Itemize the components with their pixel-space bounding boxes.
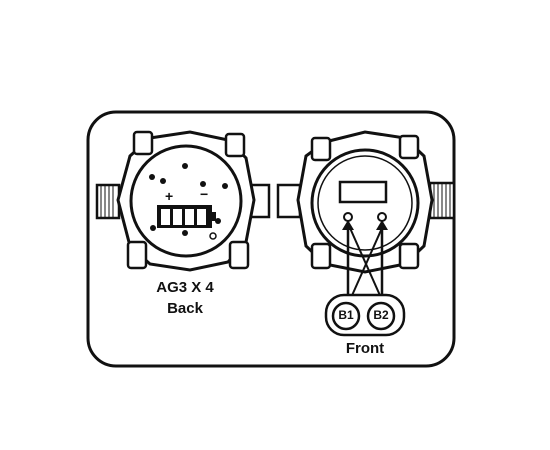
back-left-grip bbox=[95, 183, 121, 220]
outer-frame bbox=[86, 110, 456, 368]
lcd-display bbox=[338, 180, 388, 204]
b1-label: B1 bbox=[338, 308, 354, 322]
b2-badge bbox=[366, 301, 396, 331]
back-view-caption: Back bbox=[167, 300, 203, 317]
battery-pack bbox=[157, 205, 217, 240]
b1-badge bbox=[331, 301, 361, 331]
button-b2-dot bbox=[377, 212, 387, 222]
battery-minus-sign: − bbox=[200, 186, 209, 202]
front-view-device bbox=[276, 130, 456, 274]
battery-label: AG3 X 4 bbox=[156, 279, 214, 296]
battery-plus-sign: + bbox=[165, 188, 174, 204]
b2-label: B2 bbox=[373, 308, 389, 322]
back-cover bbox=[129, 144, 243, 258]
button-b1-dot bbox=[343, 212, 353, 222]
b2-to-b1-link bbox=[349, 227, 383, 301]
button-callouts bbox=[324, 293, 406, 337]
back-view-device bbox=[95, 130, 271, 272]
front-view-caption: Front bbox=[345, 340, 385, 357]
